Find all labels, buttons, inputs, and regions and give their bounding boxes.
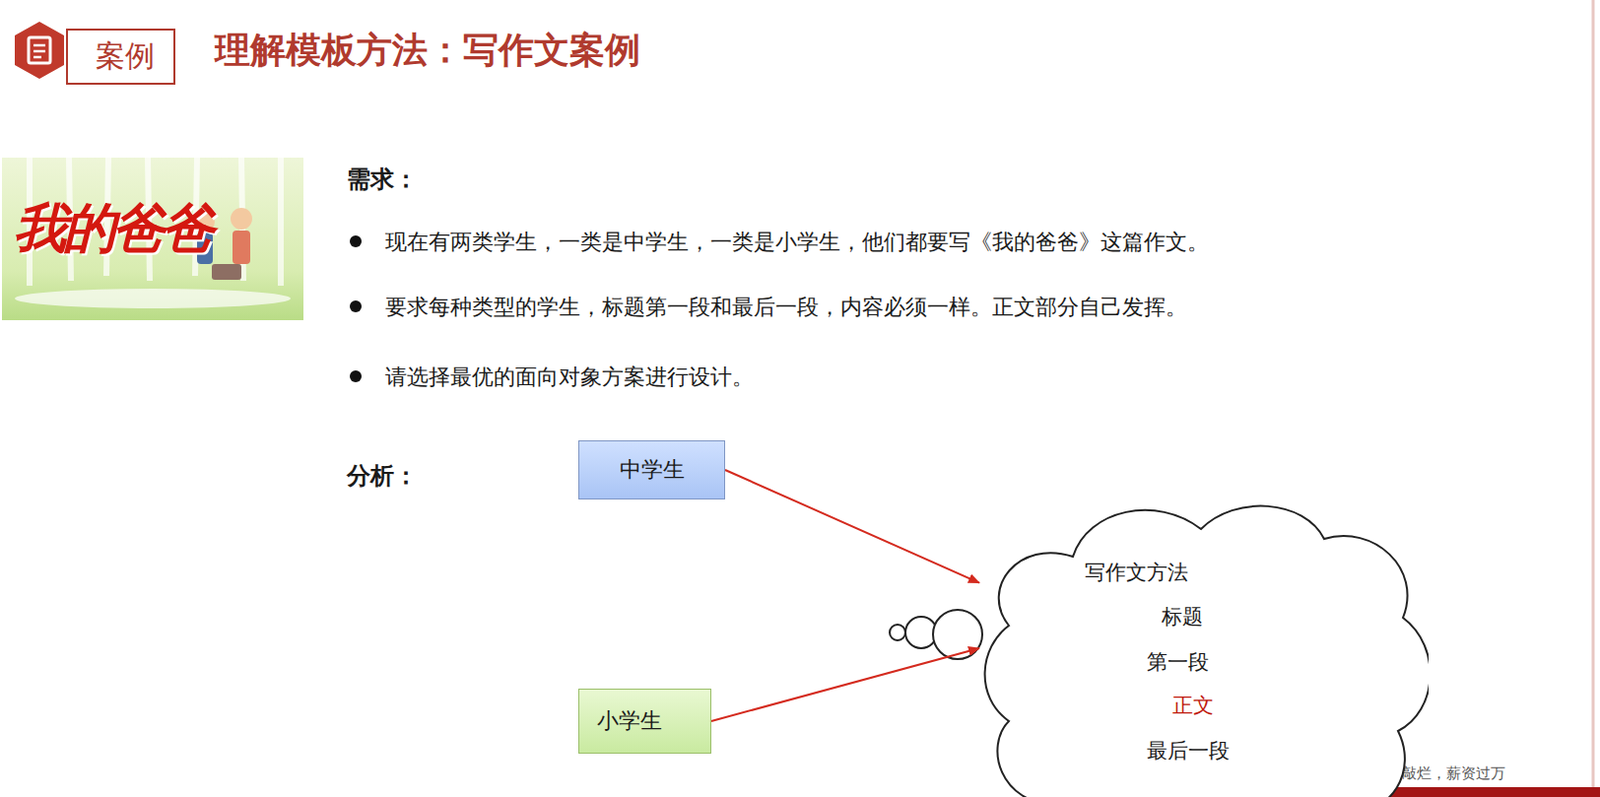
essay-picture	[1, 157, 304, 321]
node-text: 案例	[95, 36, 155, 77]
arrow-connector	[725, 469, 980, 584]
bullet-text: 现在有两类学生，一类是中学生，一类是小学生，他们都要写《我的爸爸》这篇作文。	[385, 227, 1209, 258]
cloud-text: 标题	[1161, 602, 1203, 631]
picture-text: 我的爸爸	[13, 193, 211, 266]
node-text: 小学生	[597, 706, 663, 736]
title: 理解模板方法：写作文案例	[214, 26, 641, 75]
bullet-text: 要求每种类型的学生，标题第一段和最后一段，内容必须一样。正文部分自己发挥。	[385, 292, 1188, 323]
section-heading: 需求：	[346, 163, 418, 196]
cloud-text: 正文	[1172, 691, 1214, 720]
bullet-text: 请选择最优的面向对象方案进行设计。	[385, 362, 754, 393]
bullet-dot	[349, 370, 362, 383]
header-icon	[14, 21, 65, 79]
cloud-text: 第一段	[1146, 648, 1209, 676]
section-heading: 分析：	[346, 460, 418, 492]
header-tag: 案例	[66, 28, 176, 85]
cloud-text: 最后一段	[1146, 736, 1230, 765]
cloud-text: 写作文方法	[1084, 558, 1189, 587]
thought-cloud: 写作文方法标题第一段正文最后一段	[979, 499, 1429, 797]
student-box: 小学生	[578, 688, 712, 754]
node-text: 中学生	[619, 455, 685, 485]
student-box: 中学生	[578, 440, 726, 500]
edge-line	[1592, 0, 1596, 789]
bullet-dot	[349, 235, 362, 248]
bullet-dot	[349, 300, 362, 313]
arrow-connector	[711, 648, 980, 722]
